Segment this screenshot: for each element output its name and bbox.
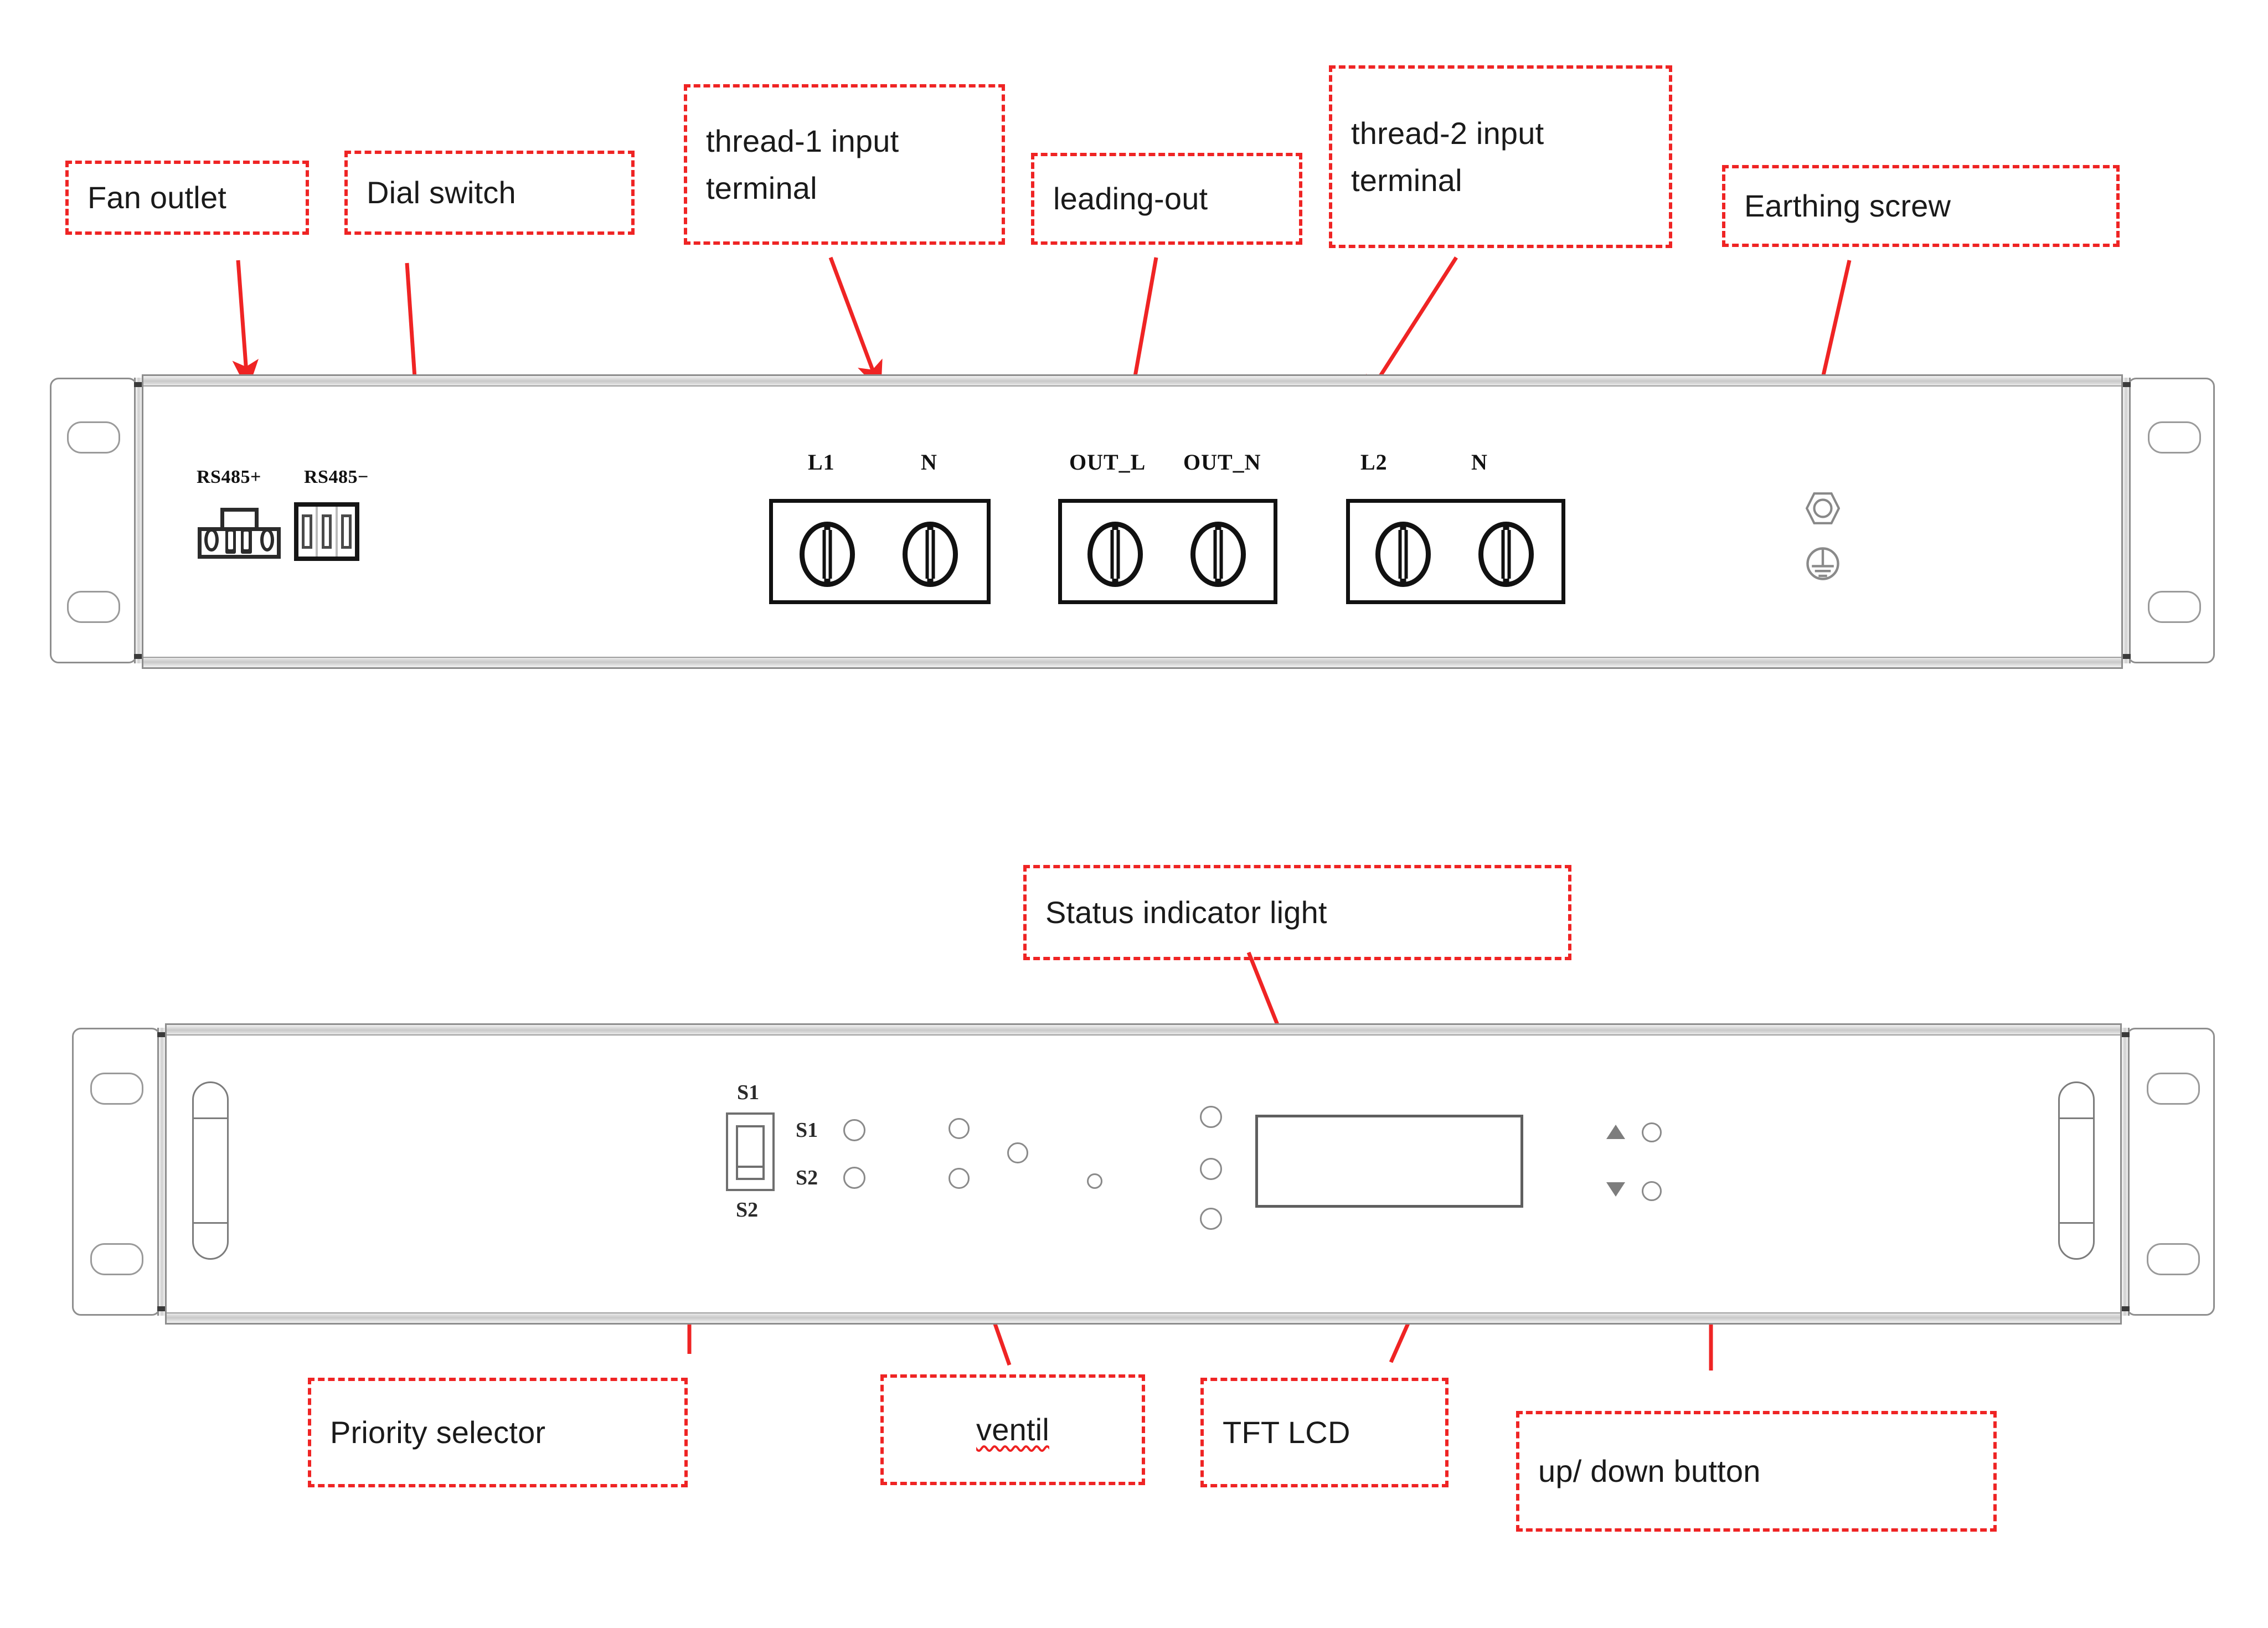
callout-priority-selector: Priority selector xyxy=(308,1378,688,1487)
panel-bottom-edge xyxy=(167,1312,2120,1323)
rear-panel-face: RS485+ RS485− L1 N xyxy=(142,374,2123,669)
rear-rack-ear-left xyxy=(50,378,137,663)
rack-mount-slot xyxy=(90,1243,143,1275)
rs485-plus-label: RS485+ xyxy=(197,467,261,487)
front-rack-ear-left xyxy=(72,1028,161,1316)
terminal-label-l1: L1 xyxy=(808,450,835,475)
tft-lcd-display[interactable] xyxy=(1255,1115,1523,1208)
terminal-label-n2: N xyxy=(1471,450,1488,475)
terminal-screw[interactable] xyxy=(800,522,855,587)
priority-selector-bottom-label: S2 xyxy=(736,1198,759,1222)
callout-text: Dial switch xyxy=(367,175,516,210)
led-label-s2: S2 xyxy=(796,1166,818,1189)
callout-text: thread-2 input xyxy=(1351,115,1544,151)
terminal-label-out-l: OUT_L xyxy=(1069,450,1146,475)
rack-mount-slot xyxy=(2147,1243,2200,1275)
callout-text: up/ down button xyxy=(1538,1454,1761,1489)
status-indicator-light xyxy=(1200,1158,1222,1180)
front-panel-face: S1 S2 S1 S2 xyxy=(165,1023,2122,1325)
callout-text: Priority selector xyxy=(330,1415,546,1450)
dial-switch[interactable] xyxy=(294,502,359,561)
rs485-minus-label: RS485− xyxy=(304,467,369,487)
callout-text: leading-out xyxy=(1053,181,1208,217)
callout-text: ventil xyxy=(976,1412,1049,1447)
rear-rack-ear-right xyxy=(2127,378,2215,663)
rack-mount-slot xyxy=(67,591,120,623)
callout-fan-outlet: Fan outlet xyxy=(65,161,309,235)
rack-mount-slot xyxy=(2147,1073,2200,1105)
terminal-label-l2: L2 xyxy=(1360,450,1388,475)
callout-ventil: ventil xyxy=(880,1374,1145,1485)
status-led-s1 xyxy=(843,1119,865,1141)
down-arrow-icon xyxy=(1606,1182,1625,1197)
panel-top-edge xyxy=(143,376,2121,387)
vent-hole xyxy=(949,1168,970,1189)
callout-text: thread-1 input xyxy=(706,123,899,158)
callout-text: Status indicator light xyxy=(1045,895,1327,930)
terminal-block-leading-out[interactable] xyxy=(1058,499,1277,604)
callout-status-indicator-light: Status indicator light xyxy=(1023,865,1571,960)
callout-text: Earthing screw xyxy=(1744,188,1951,224)
front-handle-right[interactable] xyxy=(2058,1081,2095,1260)
status-indicator-light xyxy=(1200,1208,1222,1230)
callout-text: TFT LCD xyxy=(1223,1415,1351,1450)
vent-hole xyxy=(949,1118,970,1139)
terminal-screw[interactable] xyxy=(1190,522,1246,587)
rack-mount-slot xyxy=(90,1073,143,1105)
terminal-block-thread-1-input[interactable] xyxy=(769,499,991,604)
status-led-s2 xyxy=(843,1167,865,1189)
up-button[interactable] xyxy=(1642,1122,1662,1142)
rack-mount-slot xyxy=(2148,421,2201,454)
hex-nut-icon xyxy=(1806,492,1840,524)
terminal-screw[interactable] xyxy=(1375,522,1431,587)
terminal-screw[interactable] xyxy=(1478,522,1534,587)
rs485-connector[interactable] xyxy=(198,508,281,559)
earth-ground-icon xyxy=(1806,547,1839,580)
terminal-block-thread-2-input[interactable] xyxy=(1346,499,1565,604)
rear-panel: RS485+ RS485− L1 N xyxy=(50,374,2215,669)
callout-earthing-screw: Earthing screw xyxy=(1722,165,2120,247)
callout-thread-2-input-terminal: thread-2 input terminal xyxy=(1329,65,1672,248)
panel-top-edge xyxy=(167,1025,2120,1035)
led-label-s1: S1 xyxy=(796,1119,818,1142)
callout-up-down-button: up/ down button xyxy=(1516,1411,1997,1532)
priority-selector-top-label: S1 xyxy=(737,1081,760,1104)
rack-mount-slot xyxy=(67,421,120,454)
terminal-label-n1: N xyxy=(921,450,937,475)
callout-tft-lcd: TFT LCD xyxy=(1200,1378,1449,1487)
rack-mount-slot xyxy=(2148,591,2201,623)
callout-text: terminal xyxy=(706,171,817,205)
callout-text: Fan outlet xyxy=(87,180,227,215)
front-handle-left[interactable] xyxy=(192,1081,229,1260)
callout-dial-switch: Dial switch xyxy=(344,151,635,235)
callout-thread-1-input-terminal: thread-1 input terminal xyxy=(684,84,1005,245)
vent-hole xyxy=(1007,1142,1028,1163)
front-rack-ear-right xyxy=(2126,1028,2215,1316)
priority-selector-switch[interactable] xyxy=(726,1112,775,1191)
terminal-screw[interactable] xyxy=(903,522,958,587)
status-indicator-light xyxy=(1200,1106,1222,1128)
terminal-label-out-n: OUT_N xyxy=(1183,450,1261,475)
down-button[interactable] xyxy=(1642,1181,1662,1201)
vent-hole xyxy=(1087,1173,1102,1189)
up-arrow-icon xyxy=(1606,1125,1625,1139)
callout-text: terminal xyxy=(1351,163,1462,198)
terminal-screw[interactable] xyxy=(1087,522,1143,587)
panel-bottom-edge xyxy=(143,657,2121,667)
callout-leading-out: leading-out xyxy=(1031,153,1302,245)
front-panel: S1 S2 S1 S2 xyxy=(72,1023,2215,1325)
